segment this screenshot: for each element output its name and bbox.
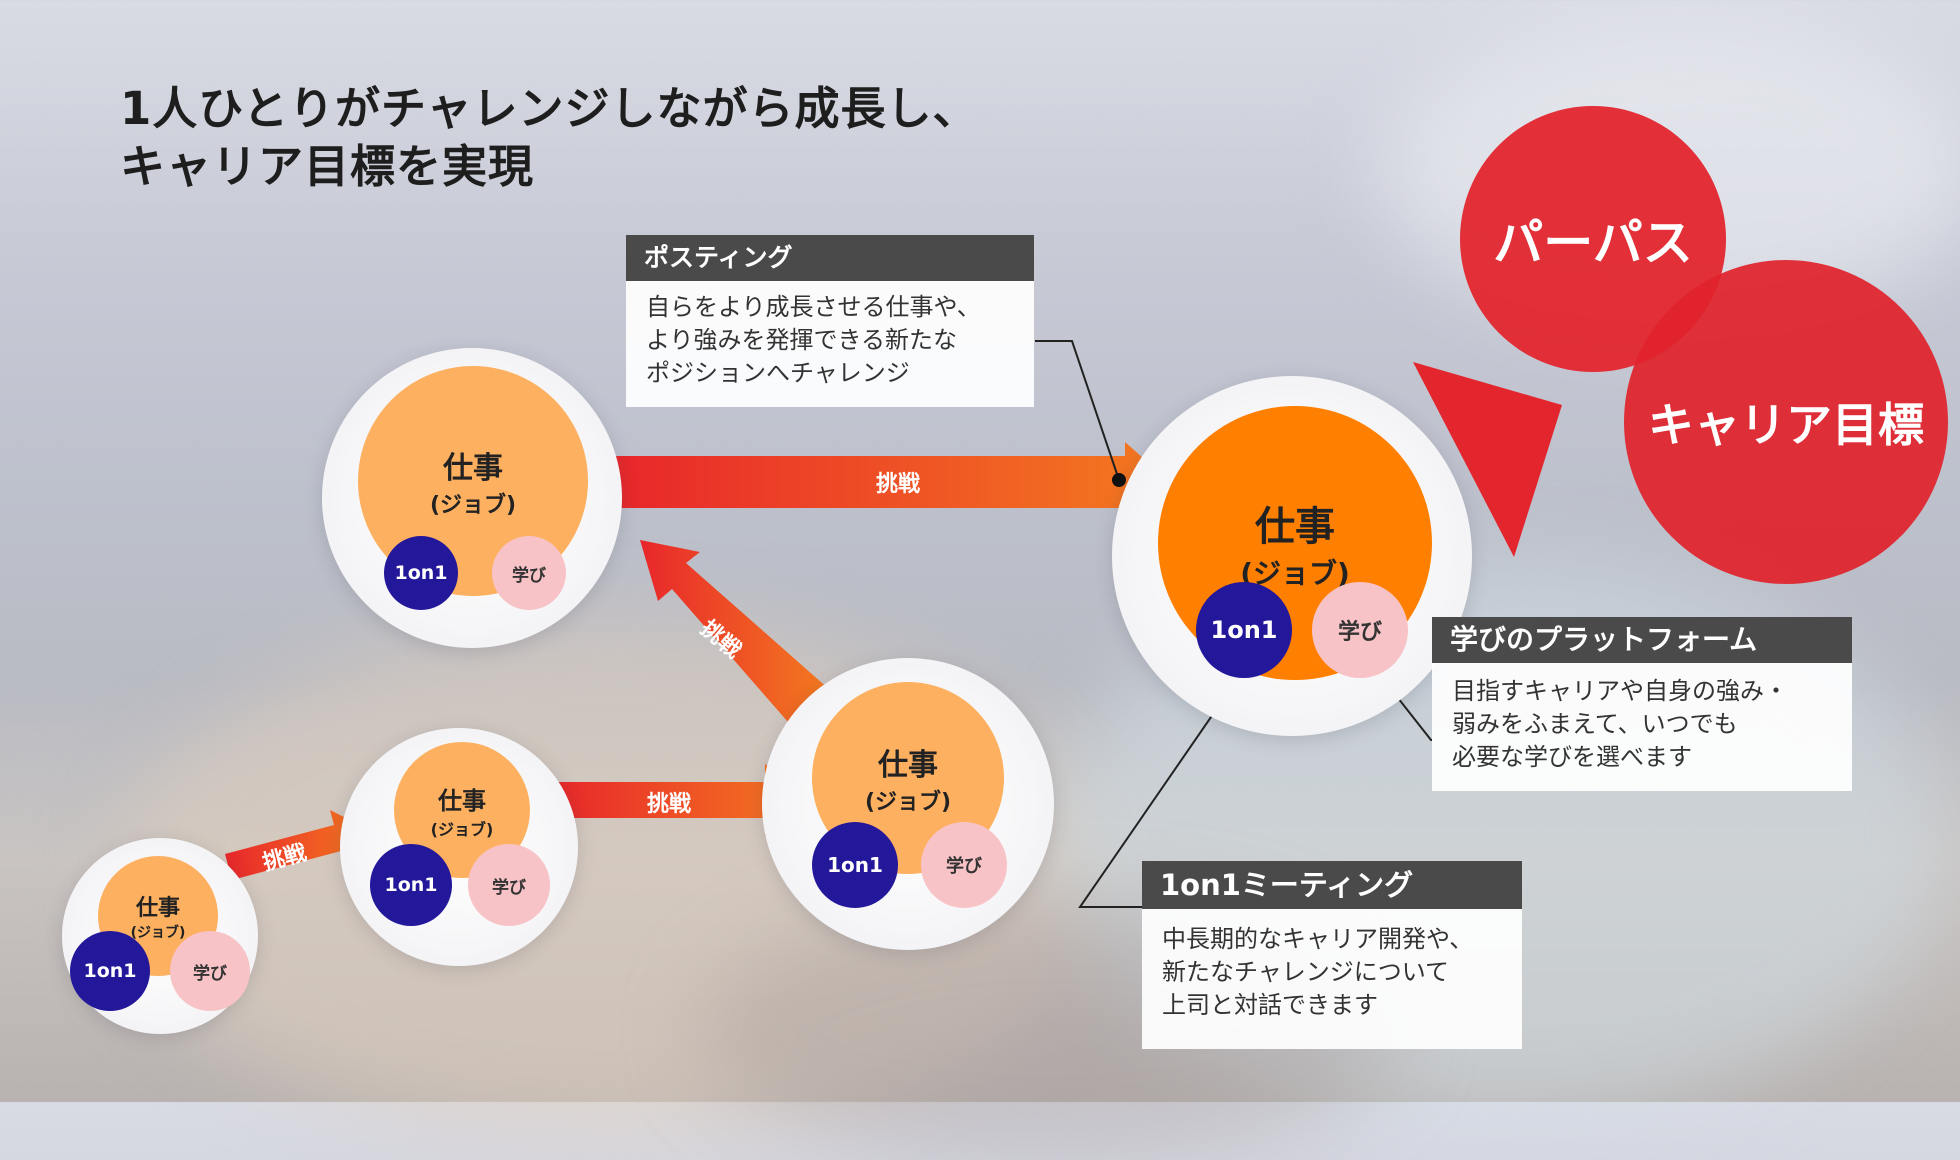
learning-badge: 学び: [921, 822, 1007, 908]
job-title: 仕事: [443, 451, 503, 486]
platform-line-2: 弱みをふまえて、いつでも: [1452, 710, 1738, 738]
learning-badge: 学び: [468, 844, 550, 926]
platform-body: 目指すキャリアや自身の強み・ 弱みをふまえて、いつでも 必要な学びを選べます: [1432, 663, 1852, 791]
one-on-one-badge: 1on1: [70, 931, 150, 1011]
job-title: 仕事: [1255, 504, 1335, 550]
page-title: 1人ひとりがチャレンジしながら成長し、 キャリア目標を実現: [120, 80, 979, 196]
diagram-connectors: [225, 340, 1562, 908]
job-subtitle: (ジョブ): [429, 493, 517, 518]
posting-heading: ポスティング: [626, 235, 1034, 281]
platform-line-1: 目指すキャリアや自身の強み・: [1452, 677, 1788, 705]
challenge-label-4: 挑戦: [876, 472, 921, 497]
challenge-arrow-4: [612, 442, 1170, 522]
meeting-connector: [1078, 674, 1241, 908]
meeting-heading: 1on1ミーティング: [1142, 861, 1522, 909]
meeting-line-1: 中長期的なキャリア開発や、: [1162, 925, 1474, 953]
posting-body: 自らをより成長させる仕事や、 より強みを発揮できる新たな ポジションへチャレンジ: [626, 281, 1034, 407]
learning-platform-callout: 学びのプラットフォーム 目指すキャリアや自身の強み・ 弱みをふまえて、いつでも …: [1432, 617, 1852, 791]
challenge-arrow-3: [640, 540, 830, 722]
posting-line-3: ポジションへチャレンジ: [646, 359, 910, 387]
job-title: 仕事: [878, 748, 938, 783]
posting-line-2: より強みを発揮できる新たな: [646, 326, 958, 354]
challenge-arrow-1: [225, 810, 370, 880]
job-title: 仕事: [438, 786, 486, 815]
one-on-one-meeting-callout: 1on1ミーティング 中長期的なキャリア開発や、 新たなチャレンジについて 上司…: [1142, 861, 1522, 1049]
job-subtitle: (ジョブ): [864, 790, 952, 815]
one-on-one-badge: 1on1: [1196, 582, 1292, 678]
platform-line-3: 必要な学びを選べます: [1452, 743, 1692, 771]
posting-connector-dot: [1112, 473, 1126, 487]
meeting-body: 中長期的なキャリア開発や、 新たなチャレンジについて 上司と対話できます: [1142, 909, 1522, 1049]
title-line-1: 1人ひとりがチャレンジしながら成長し、: [120, 82, 979, 135]
challenge-arrow-2: [552, 764, 810, 836]
challenge-label-2: 挑戦: [647, 792, 692, 817]
posting-callout: ポスティング 自らをより成長させる仕事や、 より強みを発揮できる新たな ポジショ…: [626, 235, 1034, 407]
job-subtitle: (ジョブ): [130, 925, 186, 941]
one-on-one-badge: 1on1: [812, 822, 898, 908]
job-subtitle: (ジョブ): [430, 819, 494, 839]
posting-connector: [1035, 340, 1120, 481]
learning-badge: 学び: [170, 931, 250, 1011]
meeting-line-2: 新たなチャレンジについて: [1162, 958, 1450, 986]
goal-triangle: [1413, 362, 1562, 557]
learning-badge: 学び: [1312, 582, 1408, 678]
learning-badge: 学び: [492, 536, 566, 610]
career-goal-circle: キャリア目標: [1624, 260, 1948, 584]
one-on-one-badge: 1on1: [384, 536, 458, 610]
job-title: 仕事: [135, 896, 180, 921]
posting-line-1: 自らをより成長させる仕事や、: [646, 293, 981, 321]
one-on-one-badge: 1on1: [370, 844, 452, 926]
platform-heading: 学びのプラットフォーム: [1432, 617, 1852, 663]
title-line-2: キャリア目標を実現: [120, 140, 535, 193]
meeting-line-3: 上司と対話できます: [1162, 991, 1378, 1019]
